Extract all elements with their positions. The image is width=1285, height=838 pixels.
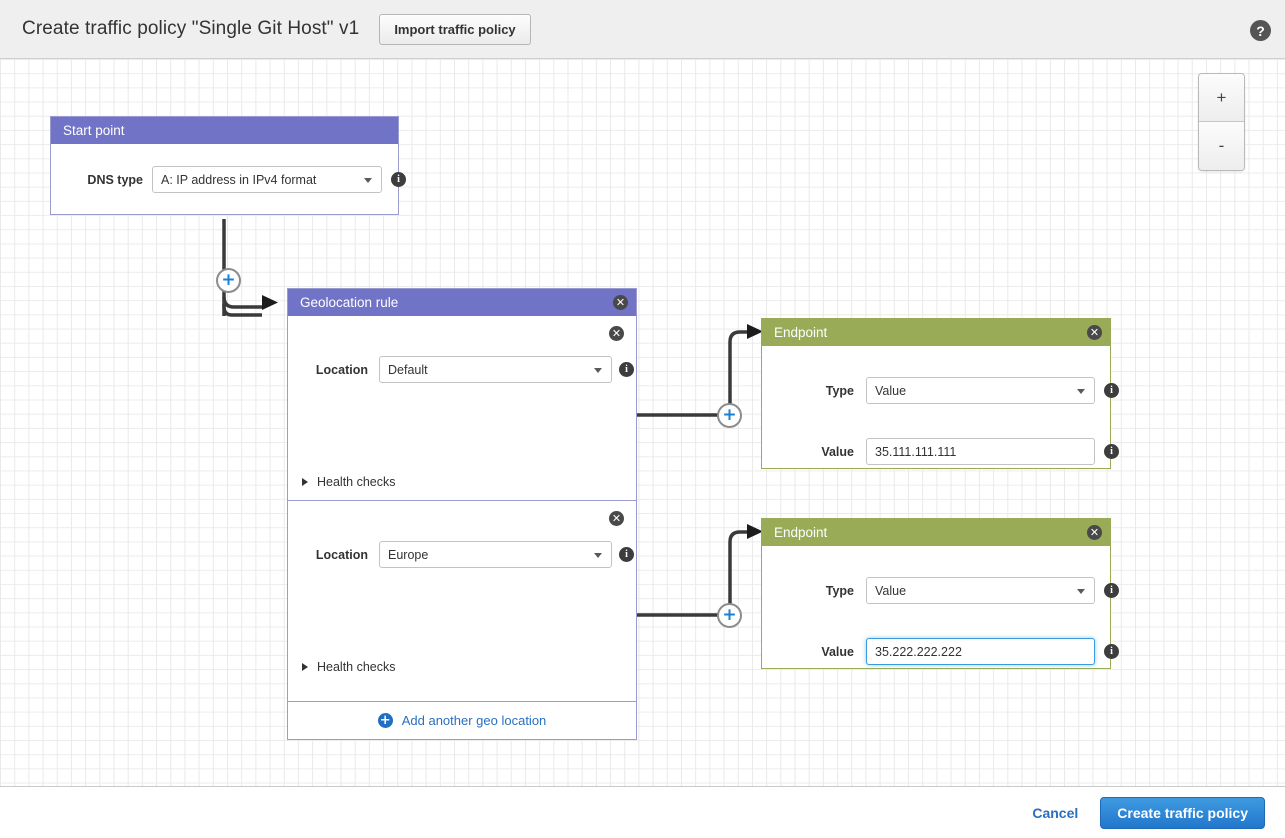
- start-point-card: Start point DNS type A: IP address in IP…: [50, 116, 406, 215]
- endpoint-type-select[interactable]: Value: [866, 577, 1095, 604]
- start-point-title: Start point: [63, 123, 125, 138]
- dns-type-select[interactable]: A: IP address in IPv4 format: [152, 166, 382, 193]
- endpoint-header: Endpoint ✕: [762, 519, 1110, 546]
- geo-location-close-icon[interactable]: ✕: [609, 326, 624, 341]
- location-info-icon[interactable]: i: [619, 547, 634, 562]
- chevron-right-icon: [302, 478, 308, 486]
- endpoint-close-icon[interactable]: ✕: [1087, 525, 1102, 540]
- dns-type-label: DNS type: [87, 172, 143, 187]
- zoom-out-button[interactable]: -: [1199, 122, 1244, 170]
- location-value: Europe: [388, 547, 429, 562]
- policy-canvas[interactable]: + - Start point DNS type A: IP address i…: [0, 59, 1285, 787]
- endpoint-type-label: Type: [825, 583, 854, 598]
- endpoint-value-label: Value: [821, 444, 854, 459]
- endpoint-card: Endpoint ✕ Type Value i Value 35.222.222…: [761, 518, 1119, 669]
- endpoint-type-value: Value: [875, 583, 907, 598]
- endpoint-title: Endpoint: [774, 525, 828, 540]
- endpoint-value-info-icon[interactable]: i: [1104, 444, 1119, 459]
- location-label: Location: [315, 547, 368, 562]
- chevron-down-icon: [594, 553, 602, 558]
- geo-location-section: ✕ Location Default i Health checks: [288, 316, 636, 501]
- endpoint-type-info-icon[interactable]: i: [1104, 583, 1119, 598]
- endpoint-value-input[interactable]: 35.222.222.222: [866, 638, 1095, 665]
- app-header: Create traffic policy "Single Git Host" …: [0, 0, 1285, 59]
- endpoint-value-info-icon[interactable]: i: [1104, 644, 1119, 659]
- endpoint-type-select[interactable]: Value: [866, 377, 1095, 404]
- action-bar: Cancel Create traffic policy: [0, 788, 1285, 838]
- endpoint-close-icon[interactable]: ✕: [1087, 325, 1102, 340]
- health-checks-label: Health checks: [317, 475, 396, 489]
- endpoint-value-text: 35.222.222.222: [875, 644, 962, 659]
- add-geo-location-button[interactable]: + Add another geo location: [288, 701, 636, 739]
- chevron-down-icon: [364, 178, 372, 183]
- geolocation-rule-close-icon[interactable]: ✕: [613, 295, 628, 310]
- location-label: Location: [315, 362, 368, 377]
- chevron-down-icon: [1077, 589, 1085, 594]
- help-icon[interactable]: ?: [1250, 20, 1271, 41]
- connector-wires: [222, 219, 763, 617]
- add-node-endpoint-2[interactable]: +: [717, 603, 742, 628]
- health-checks-toggle[interactable]: Health checks: [302, 475, 396, 489]
- cancel-button[interactable]: Cancel: [1032, 805, 1079, 821]
- chevron-right-icon: [302, 663, 308, 671]
- location-info-icon[interactable]: i: [619, 362, 634, 377]
- dns-type-value: A: IP address in IPv4 format: [161, 172, 317, 187]
- zoom-in-button[interactable]: +: [1199, 74, 1244, 122]
- start-point-header: Start point: [51, 117, 398, 144]
- dns-type-info-icon[interactable]: i: [391, 172, 406, 187]
- location-value: Default: [388, 362, 428, 377]
- endpoint-card: Endpoint ✕ Type Value i Value 35.111.111…: [761, 318, 1119, 469]
- page-title: Create traffic policy "Single Git Host" …: [22, 18, 360, 39]
- endpoint-value-input[interactable]: 35.111.111.111: [866, 438, 1095, 465]
- geo-location-close-icon[interactable]: ✕: [609, 511, 624, 526]
- location-select[interactable]: Default: [379, 356, 612, 383]
- endpoint-title: Endpoint: [774, 325, 828, 340]
- import-traffic-policy-button[interactable]: Import traffic policy: [379, 13, 531, 45]
- endpoint-value-label: Value: [821, 644, 854, 659]
- chevron-down-icon: [594, 368, 602, 373]
- plus-icon: +: [377, 713, 393, 728]
- geolocation-rule-card: Geolocation rule ✕ ✕ Location Default i …: [287, 288, 637, 740]
- health-checks-label: Health checks: [317, 660, 396, 674]
- endpoint-header: Endpoint ✕: [762, 319, 1110, 346]
- add-geo-location-label: Add another geo location: [401, 713, 547, 728]
- endpoint-type-value: Value: [875, 383, 907, 398]
- add-node-endpoint-1[interactable]: +: [717, 403, 742, 428]
- location-select[interactable]: Europe: [379, 541, 612, 568]
- chevron-down-icon: [1077, 389, 1085, 394]
- endpoint-type-info-icon[interactable]: i: [1104, 383, 1119, 398]
- endpoint-body: Type Value i Value 35.222.222.222 i: [762, 546, 1119, 668]
- start-point-body: DNS type A: IP address in IPv4 format i: [51, 144, 406, 214]
- geolocation-rule-title: Geolocation rule: [300, 295, 399, 310]
- endpoint-body: Type Value i Value 35.111.111.111 i: [762, 346, 1119, 468]
- zoom-controls[interactable]: + -: [1198, 73, 1245, 171]
- health-checks-toggle[interactable]: Health checks: [302, 660, 396, 674]
- add-node-start[interactable]: +: [216, 268, 241, 293]
- geolocation-rule-header: Geolocation rule ✕: [288, 289, 636, 316]
- create-traffic-policy-button[interactable]: Create traffic policy: [1100, 797, 1265, 829]
- endpoint-value-text: 35.111.111.111: [875, 444, 957, 459]
- endpoint-type-label: Type: [825, 383, 854, 398]
- geo-location-section: ✕ Location Europe i Health checks: [288, 501, 636, 701]
